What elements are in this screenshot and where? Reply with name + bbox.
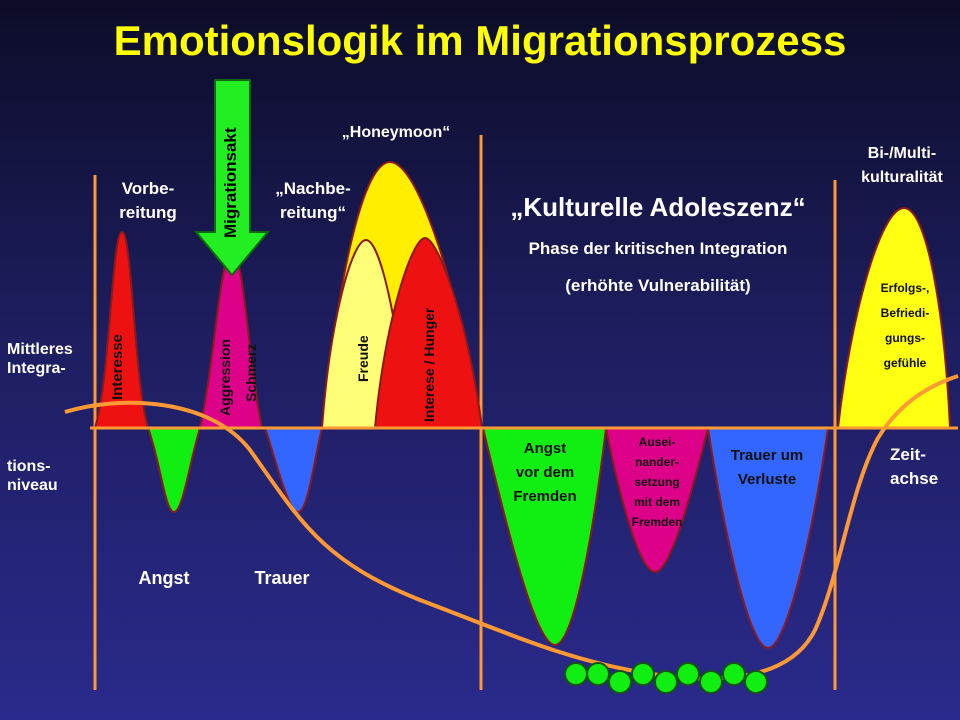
label-interesse: Interesse bbox=[109, 334, 126, 400]
green-dots bbox=[564, 662, 768, 694]
label-auseinander-4: mit dem bbox=[634, 495, 680, 509]
label-trauer-verluste-2: Verluste bbox=[738, 471, 796, 488]
label-mittleres-1: Mittleres bbox=[7, 341, 73, 358]
label-angst-fremden-2: vor dem bbox=[516, 464, 574, 481]
label-aggression: Aggression bbox=[217, 339, 233, 416]
label-angst-fremden-1: Angst bbox=[524, 440, 567, 457]
green-dot bbox=[676, 662, 700, 686]
label-vorbereitung-1: Vorbe- bbox=[122, 179, 175, 198]
label-interese-hunger: Interese / Hunger bbox=[421, 307, 437, 422]
label-vorbereitung-2: reitung bbox=[119, 203, 177, 222]
migration-arrow-icon bbox=[193, 79, 271, 277]
valley-auseinandersetzung bbox=[604, 427, 710, 574]
green-dot bbox=[722, 662, 746, 686]
label-migrationsakt: Migrationsakt bbox=[221, 127, 240, 238]
green-dot bbox=[744, 670, 768, 694]
label-schmerz: Schmerz bbox=[243, 344, 259, 402]
label-honeymoon: „Honeymoon“ bbox=[342, 124, 450, 141]
label-phase: Phase der kritischen Integration bbox=[529, 239, 788, 258]
label-trauer: Trauer bbox=[254, 568, 309, 588]
label-nachbereitung-2: reitung“ bbox=[280, 203, 346, 222]
green-dot bbox=[608, 670, 632, 694]
label-kulturelle-adoleszenz: „Kulturelle Adoleszenz“ bbox=[510, 192, 805, 222]
label-erfolgs-4: gefühle bbox=[884, 356, 927, 370]
valley-angst bbox=[146, 427, 202, 514]
valley-trauer-verluste bbox=[706, 427, 830, 650]
label-angst: Angst bbox=[139, 568, 190, 588]
label-erfolgs-2: Befriedi- bbox=[881, 306, 930, 320]
integration-curve bbox=[64, 374, 959, 681]
label-trauer-verluste-1: Trauer um bbox=[731, 447, 804, 464]
green-dot bbox=[586, 662, 610, 686]
label-auseinander-1: Ausei- bbox=[639, 435, 676, 449]
label-angst-fremden-3: Fremden bbox=[513, 488, 576, 505]
label-tions-2: niveau bbox=[7, 477, 58, 494]
green-dot bbox=[699, 670, 723, 694]
green-dot bbox=[564, 662, 588, 686]
label-erfolgs-1: Erfolgs-, bbox=[881, 281, 930, 295]
green-dot bbox=[654, 670, 678, 694]
peak-erfolg bbox=[836, 206, 952, 429]
label-zeit-1: Zeit- bbox=[890, 445, 926, 464]
label-vulnerabilitaet: (erhöhte Vulnerabilität) bbox=[565, 276, 750, 295]
label-bimulti-1: Bi-/Multi- bbox=[868, 145, 936, 162]
label-auseinander-2: nander- bbox=[635, 455, 679, 469]
page-title: Emotionslogik im Migrationsprozess bbox=[114, 17, 847, 64]
label-mittleres-2: Integra- bbox=[7, 360, 66, 377]
label-freude: Freude bbox=[355, 335, 371, 382]
peak-interesse bbox=[93, 230, 150, 429]
label-auseinander-3: setzung bbox=[634, 475, 679, 489]
label-bimulti-2: kulturalität bbox=[861, 169, 943, 186]
valley-angst-fremden bbox=[481, 427, 608, 647]
label-tions-1: tions- bbox=[7, 458, 51, 475]
label-auseinander-5: Fremden bbox=[632, 515, 683, 529]
valley-trauer bbox=[263, 427, 324, 514]
label-nachbereitung-1: „Nachbe- bbox=[275, 179, 351, 198]
label-erfolgs-3: gungs- bbox=[885, 331, 925, 345]
peak-hunger bbox=[373, 236, 484, 429]
label-zeit-2: achse bbox=[890, 469, 938, 488]
green-dot bbox=[631, 662, 655, 686]
